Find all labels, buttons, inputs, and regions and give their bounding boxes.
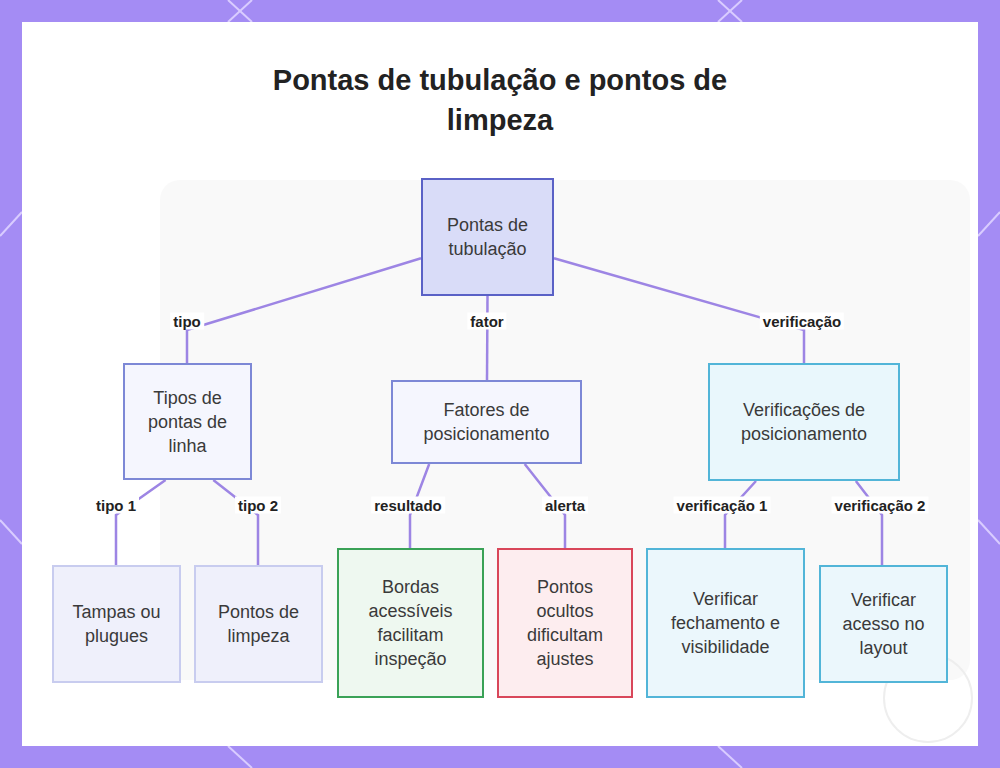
node-text: Pontos de limpeza [212,600,305,648]
result-box: Bordas acessíveis facilitam inspeção [337,548,484,698]
node-text: Pontos ocultos dificultam ajustes [515,575,615,671]
node-text: Verificar fechamento e visibilidade [664,587,787,659]
node-text: Tipos de pontas de linha [141,386,234,458]
check-box: Verificar acesso no layout [819,565,948,683]
category-box: Fatores de posicionamento [391,380,582,464]
node-text: Verificações de posicionamento [726,398,882,446]
connector-line [856,481,882,565]
node-text: Verificar acesso no layout [837,588,930,660]
connector-line [116,480,166,565]
connector-line [213,480,258,565]
connector-line [725,481,756,548]
edge-label: fator [467,313,506,330]
edge-label: alerta [542,497,588,514]
edge-label: verificação [760,313,844,330]
node-text: Bordas acessíveis facilitam inspeção [355,575,466,671]
connector-line [187,258,421,363]
leaf-box: Tampas ou plugues [52,565,181,683]
category-box: Tipos de pontas de linha [123,363,252,480]
category-box: Verificações de posicionamento [708,363,900,481]
node-text: Pontas de tubulação [439,213,536,261]
node-text: Fatores de posicionamento [409,398,564,446]
leaf-box: Pontos de limpeza [194,565,323,683]
check-box: Verificar fechamento e visibilidade [646,548,805,698]
node-text: Tampas ou plugues [70,600,163,648]
edge-label: tipo [170,313,204,330]
diagram-title: Pontas de tubulação e pontos de limpeza [230,60,770,140]
edge-label: verificação 2 [832,497,929,514]
connector-line [486,296,489,380]
root-box: Pontas de tubulação [421,178,554,296]
edge-label: tipo 2 [235,497,281,514]
edge-label: resultado [371,497,445,514]
alert-box: Pontos ocultos dificultam ajustes [497,548,633,698]
edge-label: tipo 1 [93,497,139,514]
edge-label: verificação 1 [674,497,771,514]
connector-line [554,258,804,363]
